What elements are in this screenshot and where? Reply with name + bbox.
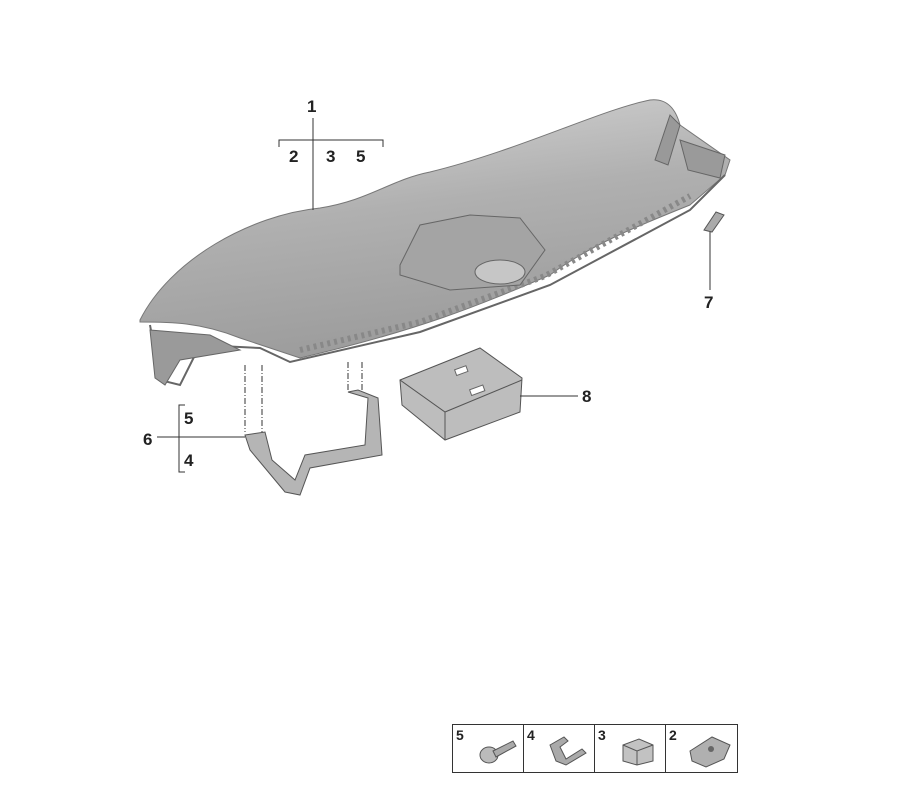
legend-cell-clip: 4 [524,725,595,772]
screw-icon [479,740,517,764]
callout-3: 3 [326,147,336,166]
leader-lines [157,118,711,473]
callout-6-sub-4: 4 [184,451,194,470]
clip-nut-icon [622,738,654,766]
callout-6-sub-5: 5 [184,409,194,428]
bracket-box-part-8 [399,347,523,441]
legend-cell-screw: 5 [453,725,524,772]
assembly-lines [244,362,363,432]
small-parts-legend: 5 4 3 2 [452,724,738,773]
support-part-6 [244,389,383,496]
legend-cell-speed-nut: 2 [666,725,737,772]
callout-7: 7 [704,293,714,312]
dashboard-carrier [139,99,731,387]
callout-8: 8 [582,387,592,406]
speed-nut-icon [689,736,731,768]
cover-part-7 [703,211,725,233]
callout-6: 6 [143,430,153,449]
legend-cell-clip-nut: 3 [595,725,666,772]
clip-icon [549,736,587,766]
callout-2: 2 [289,147,299,166]
callout-5: 5 [356,147,366,166]
callout-1: 1 [307,97,317,116]
